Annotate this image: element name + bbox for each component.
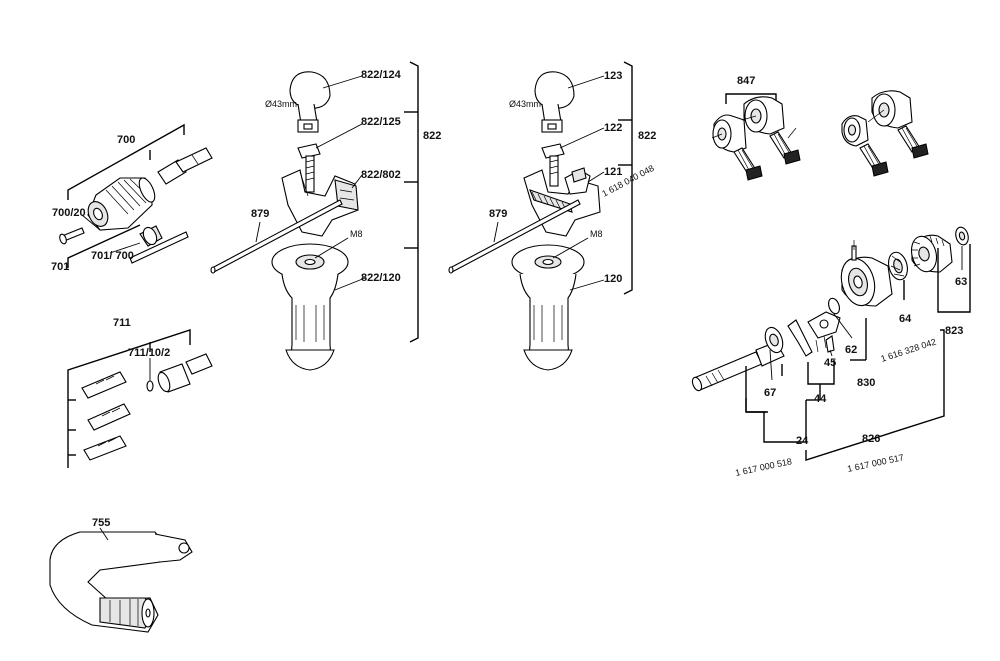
group-gearbox: 63 64 62 45 67 44 830 823 1 616 328 042 … (691, 226, 971, 478)
label-822-124: 822/124 (361, 69, 402, 81)
screw-700-20 (59, 227, 85, 245)
leader-700-20 (81, 214, 101, 231)
label-m8-left: M8 (350, 229, 363, 239)
sds-adapter (157, 147, 213, 185)
label-701: 701 (51, 261, 69, 273)
group-711-bits: 711 711/10/2 (67, 317, 213, 468)
group-847-bearings: 847 (711, 75, 929, 181)
group-822-left-handle: 822/124 822/125 822 822/802 822/120 879 … (210, 61, 441, 371)
bracket-44 (807, 360, 835, 385)
label-122: 122 (604, 122, 622, 134)
bracket-700 (67, 123, 185, 200)
handle-grip-right (511, 244, 585, 371)
label-822-125: 822/125 (361, 116, 401, 128)
depth-rod-left (210, 199, 343, 274)
handle-grip-left (271, 243, 349, 371)
label-62: 62 (845, 344, 857, 356)
label-120: 120 (604, 273, 622, 285)
clamp-bolt-left (297, 143, 321, 193)
label-1617000518: 1 617 000 518 (734, 456, 792, 478)
label-822-right: 822 (638, 130, 656, 142)
label-m8-right: M8 (590, 229, 603, 239)
label-879-left: 879 (251, 208, 269, 220)
chuck-body (87, 177, 156, 231)
label-826: 826 (862, 433, 880, 445)
label-822-802: 822/802 (361, 169, 401, 181)
label-64: 64 (899, 313, 912, 325)
label-24: 24 (796, 435, 809, 447)
label-121: 121 (604, 166, 622, 178)
bit-1 (81, 371, 127, 399)
label-43mm-left: Ø43mm (265, 99, 297, 109)
bracket-822-right (623, 61, 633, 295)
needle-bearing-64 (888, 251, 908, 281)
group-822-right-handle: 123 122 822 121 1 618 040 048 120 879 M8… (448, 61, 656, 371)
label-701-700: 701/ 700 (91, 250, 134, 262)
clamp-bolt-right (541, 143, 565, 187)
label-711: 711 (113, 317, 131, 329)
shift-fork-44 (787, 311, 841, 357)
bearing-set-b (841, 90, 929, 177)
washer-67 (764, 326, 784, 354)
label-847: 847 (737, 75, 755, 87)
label-43mm-right: Ø43mm (509, 99, 541, 109)
bevel-gear (910, 226, 969, 273)
bit-3 (83, 435, 127, 461)
label-123: 123 (604, 70, 622, 82)
label-822-120: 822/120 (361, 272, 401, 284)
bracket-826 (805, 340, 945, 461)
retaining-ring (146, 380, 154, 392)
group-700-chuck: 700 700/20 701 701/ 700 (51, 123, 213, 273)
clip-45 (825, 335, 835, 353)
label-830: 830 (857, 377, 875, 389)
bracket-701 (67, 224, 141, 268)
ring-62 (828, 297, 840, 315)
label-823: 823 (945, 325, 963, 337)
bearing-set-a (711, 96, 801, 181)
band-clamp-left (289, 71, 331, 133)
label-755: 755 (92, 517, 110, 529)
depth-rod-right (448, 199, 581, 274)
group-755-angle-head: 755 (49, 517, 193, 633)
bracket-847 (725, 93, 777, 104)
bit-2 (87, 403, 131, 431)
label-1616328042: 1 616 328 042 (880, 337, 938, 364)
label-879-right: 879 (489, 208, 507, 220)
band-clamp-right (534, 71, 575, 133)
bracket-822-left (409, 61, 419, 343)
label-63: 63 (955, 276, 967, 288)
label-44: 44 (814, 393, 827, 405)
label-45: 45 (824, 357, 836, 369)
label-822-left: 822 (423, 130, 441, 142)
bracket-24 (763, 400, 807, 443)
bracket-711 (67, 329, 191, 468)
chuck-key-701 (129, 225, 189, 264)
bit-holder (157, 353, 213, 393)
leader-701-700 (109, 242, 141, 254)
label-67: 67 (764, 387, 776, 399)
gear-bearing-830 (840, 240, 893, 307)
label-700-20: 700/20 (52, 207, 86, 219)
label-711-10-2: 711/10/2 (128, 347, 170, 359)
label-1617000517: 1 617 000 517 (846, 452, 904, 474)
bracket-823 (937, 244, 971, 313)
label-700: 700 (117, 134, 135, 146)
